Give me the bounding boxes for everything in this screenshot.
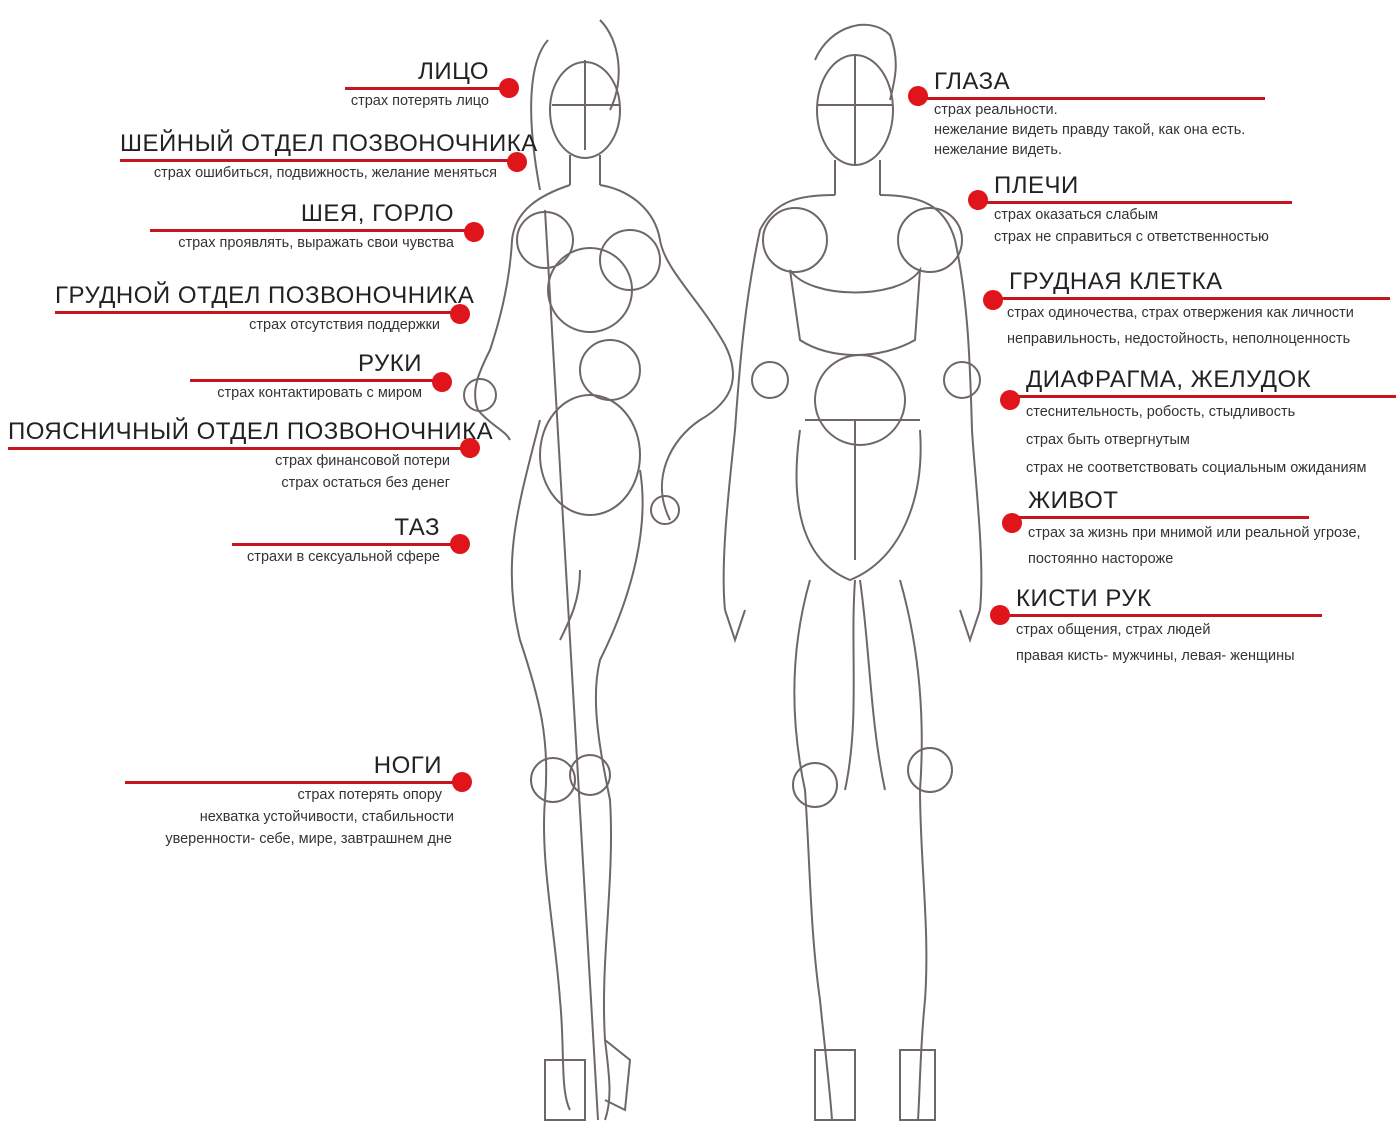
callout-shoulders: ПЛЕЧИ страх оказаться слабым страх не сп… bbox=[970, 172, 1292, 248]
marker-dot bbox=[499, 78, 519, 98]
callout-desc: неправильность, недостойность, неполноце… bbox=[985, 326, 1390, 352]
callout-title: КИСТИ РУК bbox=[992, 585, 1322, 613]
marker-dot bbox=[452, 772, 472, 792]
marker-dot bbox=[983, 290, 1003, 310]
callout-desc: страх не справиться с ответственностью bbox=[970, 226, 1292, 248]
callout-hands: КИСТИ РУК страх общения, страх людей пра… bbox=[992, 585, 1322, 669]
male-figure bbox=[724, 25, 982, 1120]
callout-thoracic-spine: ГРУДНОЙ ОТДЕЛ ПОЗВОНОЧНИКА страх отсутст… bbox=[55, 282, 468, 336]
callout-title: ГРУДНАЯ КЛЕТКА bbox=[985, 268, 1390, 296]
callout-desc: правая кисть- мужчины, левая- женщины bbox=[992, 643, 1322, 669]
callout-lumbar-spine: ПОЯСНИЧНЫЙ ОТДЕЛ ПОЗВОНОЧНИКА страх фина… bbox=[8, 418, 478, 494]
callout-desc: страхи в сексуальной сфере bbox=[232, 546, 468, 568]
marker-dot bbox=[968, 190, 988, 210]
callout-desc: страх потерять лицо bbox=[345, 90, 517, 112]
callout-desc: нехватка устойчивости, стабильности bbox=[125, 806, 470, 828]
callout-desc: страх проявлять, выражать свои чувства bbox=[150, 232, 482, 254]
callout-desc: постоянно настороже bbox=[1004, 547, 1309, 571]
callout-title: ЖИВОТ bbox=[1004, 487, 1309, 515]
callout-face: ЛИЦО страх потерять лицо bbox=[345, 58, 517, 112]
callout-diaphragm-stomach: ДИАФРАГМА, ЖЕЛУДОК стеснительность, робо… bbox=[1002, 366, 1396, 482]
callout-title: ЛИЦО bbox=[345, 58, 517, 86]
callout-legs: НОГИ страх потерять опору нехватка устой… bbox=[125, 752, 470, 850]
callout-title: ТАЗ bbox=[232, 514, 468, 542]
callout-title: ПЛЕЧИ bbox=[970, 172, 1292, 200]
marker-dot bbox=[990, 605, 1010, 625]
callout-title: ГРУДНОЙ ОТДЕЛ ПОЗВОНОЧНИКА bbox=[55, 282, 468, 310]
callout-desc: страх общения, страх людей bbox=[992, 617, 1322, 643]
female-figure bbox=[464, 20, 733, 1120]
marker-dot bbox=[450, 534, 470, 554]
callout-title: ШЕЙНЫЙ ОТДЕЛ ПОЗВОНОЧНИКА bbox=[120, 130, 525, 158]
marker-dot bbox=[460, 438, 480, 458]
callout-desc: страх быть отвергнутым bbox=[1002, 426, 1396, 454]
marker-dot bbox=[1000, 390, 1020, 410]
callout-eyes: ГЛАЗА страх реальности. нежелание видеть… bbox=[910, 68, 1265, 160]
callout-title: ГЛАЗА bbox=[910, 68, 1265, 96]
callout-arms: РУКИ страх контактировать с миром bbox=[190, 350, 450, 404]
callout-desc: уверенности- себе, мире, завтрашнем дне bbox=[125, 828, 470, 850]
callout-desc: страх контактировать с миром bbox=[190, 382, 450, 404]
marker-dot bbox=[507, 152, 527, 172]
callout-title: ШЕЯ, ГОРЛО bbox=[150, 200, 482, 228]
callout-desc: страх потерять опору bbox=[125, 784, 470, 806]
callout-desc: страх ошибиться, подвижность, желание ме… bbox=[120, 162, 525, 184]
marker-dot bbox=[908, 86, 928, 106]
marker-dot bbox=[464, 222, 484, 242]
marker-dot bbox=[432, 372, 452, 392]
callout-title: ПОЯСНИЧНЫЙ ОТДЕЛ ПОЗВОНОЧНИКА bbox=[8, 418, 478, 446]
callout-cervical-spine: ШЕЙНЫЙ ОТДЕЛ ПОЗВОНОЧНИКА страх ошибитьс… bbox=[120, 130, 525, 184]
callout-desc: страх реальности. bbox=[910, 100, 1265, 120]
callout-neck-throat: ШЕЯ, ГОРЛО страх проявлять, выражать сво… bbox=[150, 200, 482, 254]
callout-desc: страх одиночества, страх отвержения как … bbox=[985, 300, 1390, 326]
callout-desc: страх не соответствовать социальным ожид… bbox=[1002, 454, 1396, 482]
callout-desc: страх за жизнь при мнимой или реальной у… bbox=[1004, 519, 1309, 547]
marker-dot bbox=[450, 304, 470, 324]
callout-desc: нежелание видеть. bbox=[910, 140, 1265, 160]
callout-title: ДИАФРАГМА, ЖЕЛУДОК bbox=[1002, 366, 1396, 394]
callout-desc: стеснительность, робость, стыдливость bbox=[1002, 398, 1396, 426]
callout-desc: нежелание видеть правду такой, как она е… bbox=[910, 120, 1265, 140]
callout-abdomen: ЖИВОТ страх за жизнь при мнимой или реал… bbox=[1004, 487, 1309, 571]
callout-desc: страх отсутствия поддержки bbox=[55, 314, 468, 336]
callout-rib-cage: ГРУДНАЯ КЛЕТКА страх одиночества, страх … bbox=[985, 268, 1390, 352]
callout-title: РУКИ bbox=[190, 350, 450, 378]
marker-dot bbox=[1002, 513, 1022, 533]
callout-desc: страх оказаться слабым bbox=[970, 204, 1292, 226]
callout-pelvis: ТАЗ страхи в сексуальной сфере bbox=[232, 514, 468, 568]
callout-title: НОГИ bbox=[125, 752, 470, 780]
callout-desc: страх остаться без денег bbox=[8, 472, 478, 494]
callout-desc: страх финансовой потери bbox=[8, 450, 478, 472]
